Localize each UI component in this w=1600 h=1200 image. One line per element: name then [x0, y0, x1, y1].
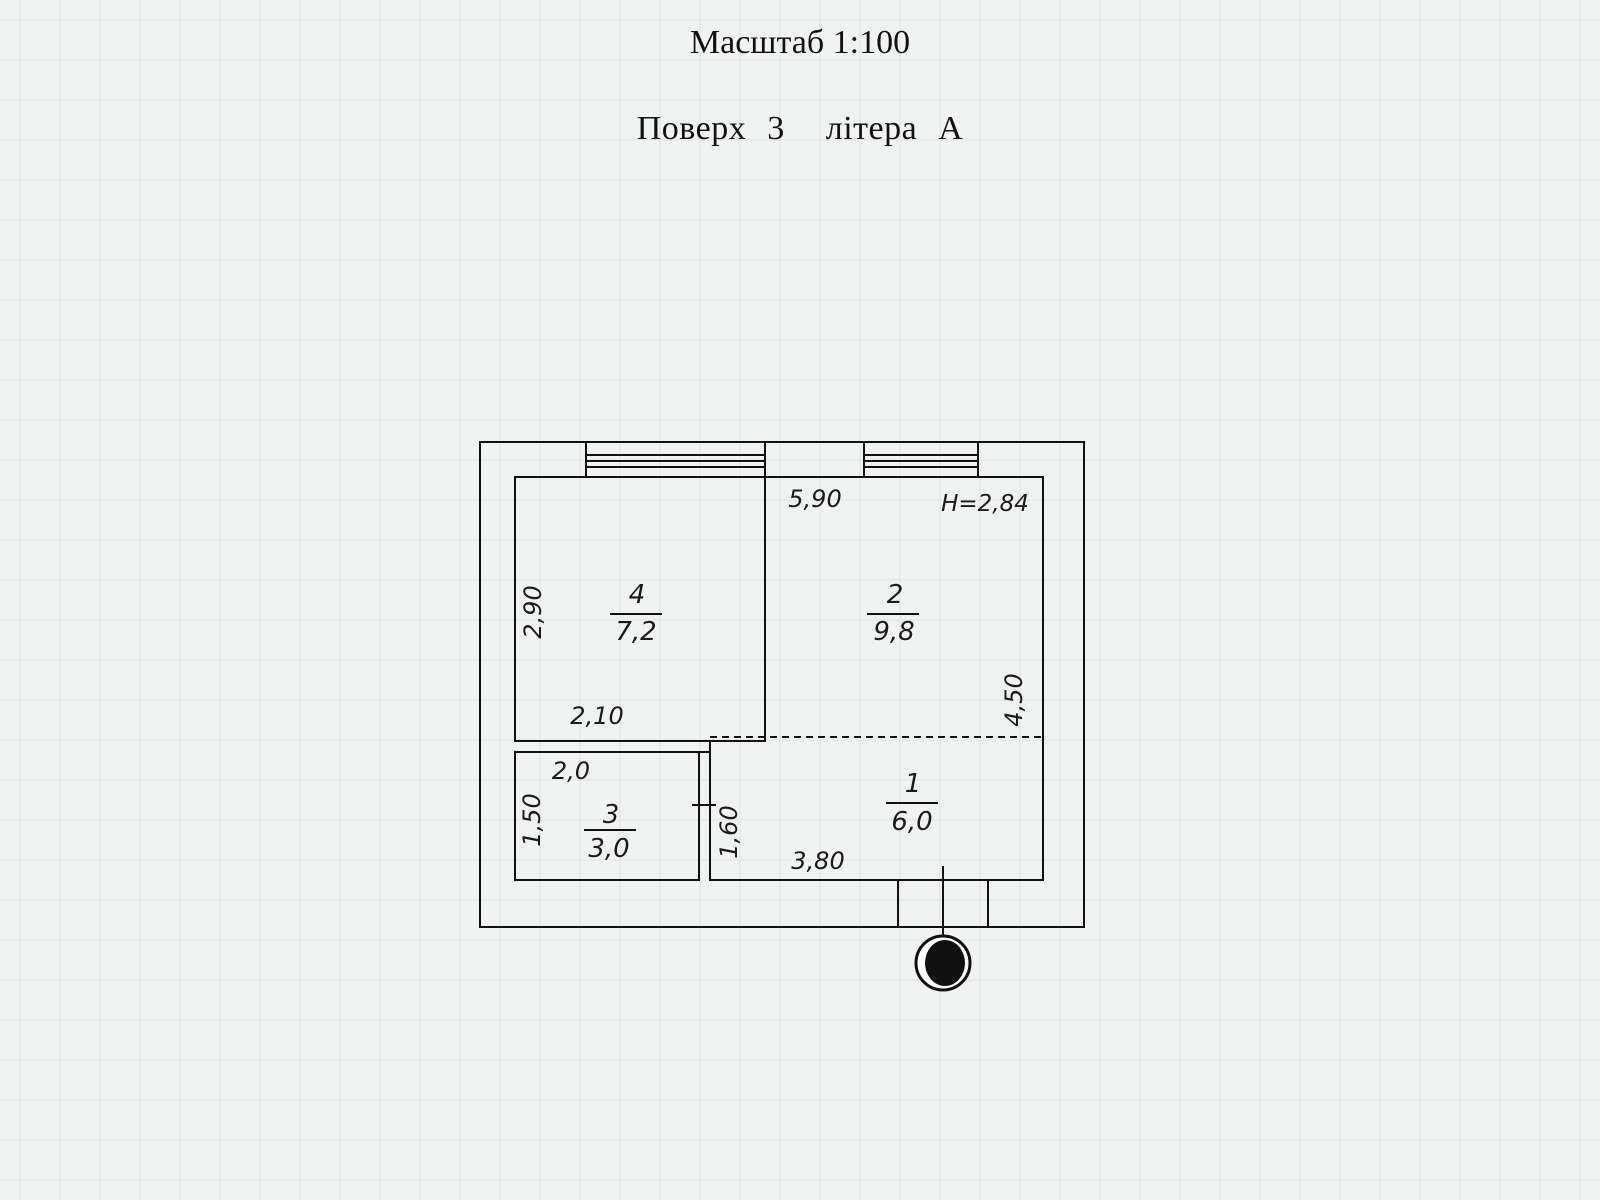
floor-number: 3 — [767, 110, 785, 147]
letter-label: літера — [825, 110, 918, 147]
outer-wall — [479, 441, 1085, 928]
dim-room4-height: 2,90 — [519, 585, 547, 638]
room-2-number: 2 — [887, 580, 904, 610]
room-3-area: 3,0 — [588, 834, 629, 864]
dim-right-height: 4,50 — [1000, 673, 1028, 726]
room-1-2-outline — [709, 476, 1044, 881]
entrance-door — [897, 866, 989, 945]
letter-value: А — [938, 110, 964, 147]
window-right — [863, 441, 979, 478]
dim-room1-width: 3,80 — [791, 847, 844, 875]
floor-title: Поверх 3 літера А — [0, 110, 1600, 148]
room-3-number: 3 — [603, 800, 620, 830]
window-left — [585, 441, 766, 478]
floor-label: Поверх — [636, 110, 747, 147]
scale-title: Масштаб 1:100 — [689, 24, 911, 61]
room-4-number: 4 — [629, 580, 646, 610]
room-2-area: 9,8 — [873, 617, 914, 647]
room-4-area: 7,2 — [615, 617, 656, 647]
ceiling-height: Н=2,84 — [941, 491, 1029, 517]
dim-room3-width: 2,0 — [552, 757, 590, 785]
room-3-outline — [514, 751, 700, 881]
dim-room1-height: 1,60 — [715, 805, 743, 858]
dim-room3-height: 1,50 — [518, 793, 546, 846]
dim-width-top: 5,90 — [788, 485, 841, 513]
room-1-number: 1 — [905, 769, 922, 799]
room-1-area: 6,0 — [891, 807, 932, 837]
dim-room4-width: 2,10 — [570, 702, 623, 730]
